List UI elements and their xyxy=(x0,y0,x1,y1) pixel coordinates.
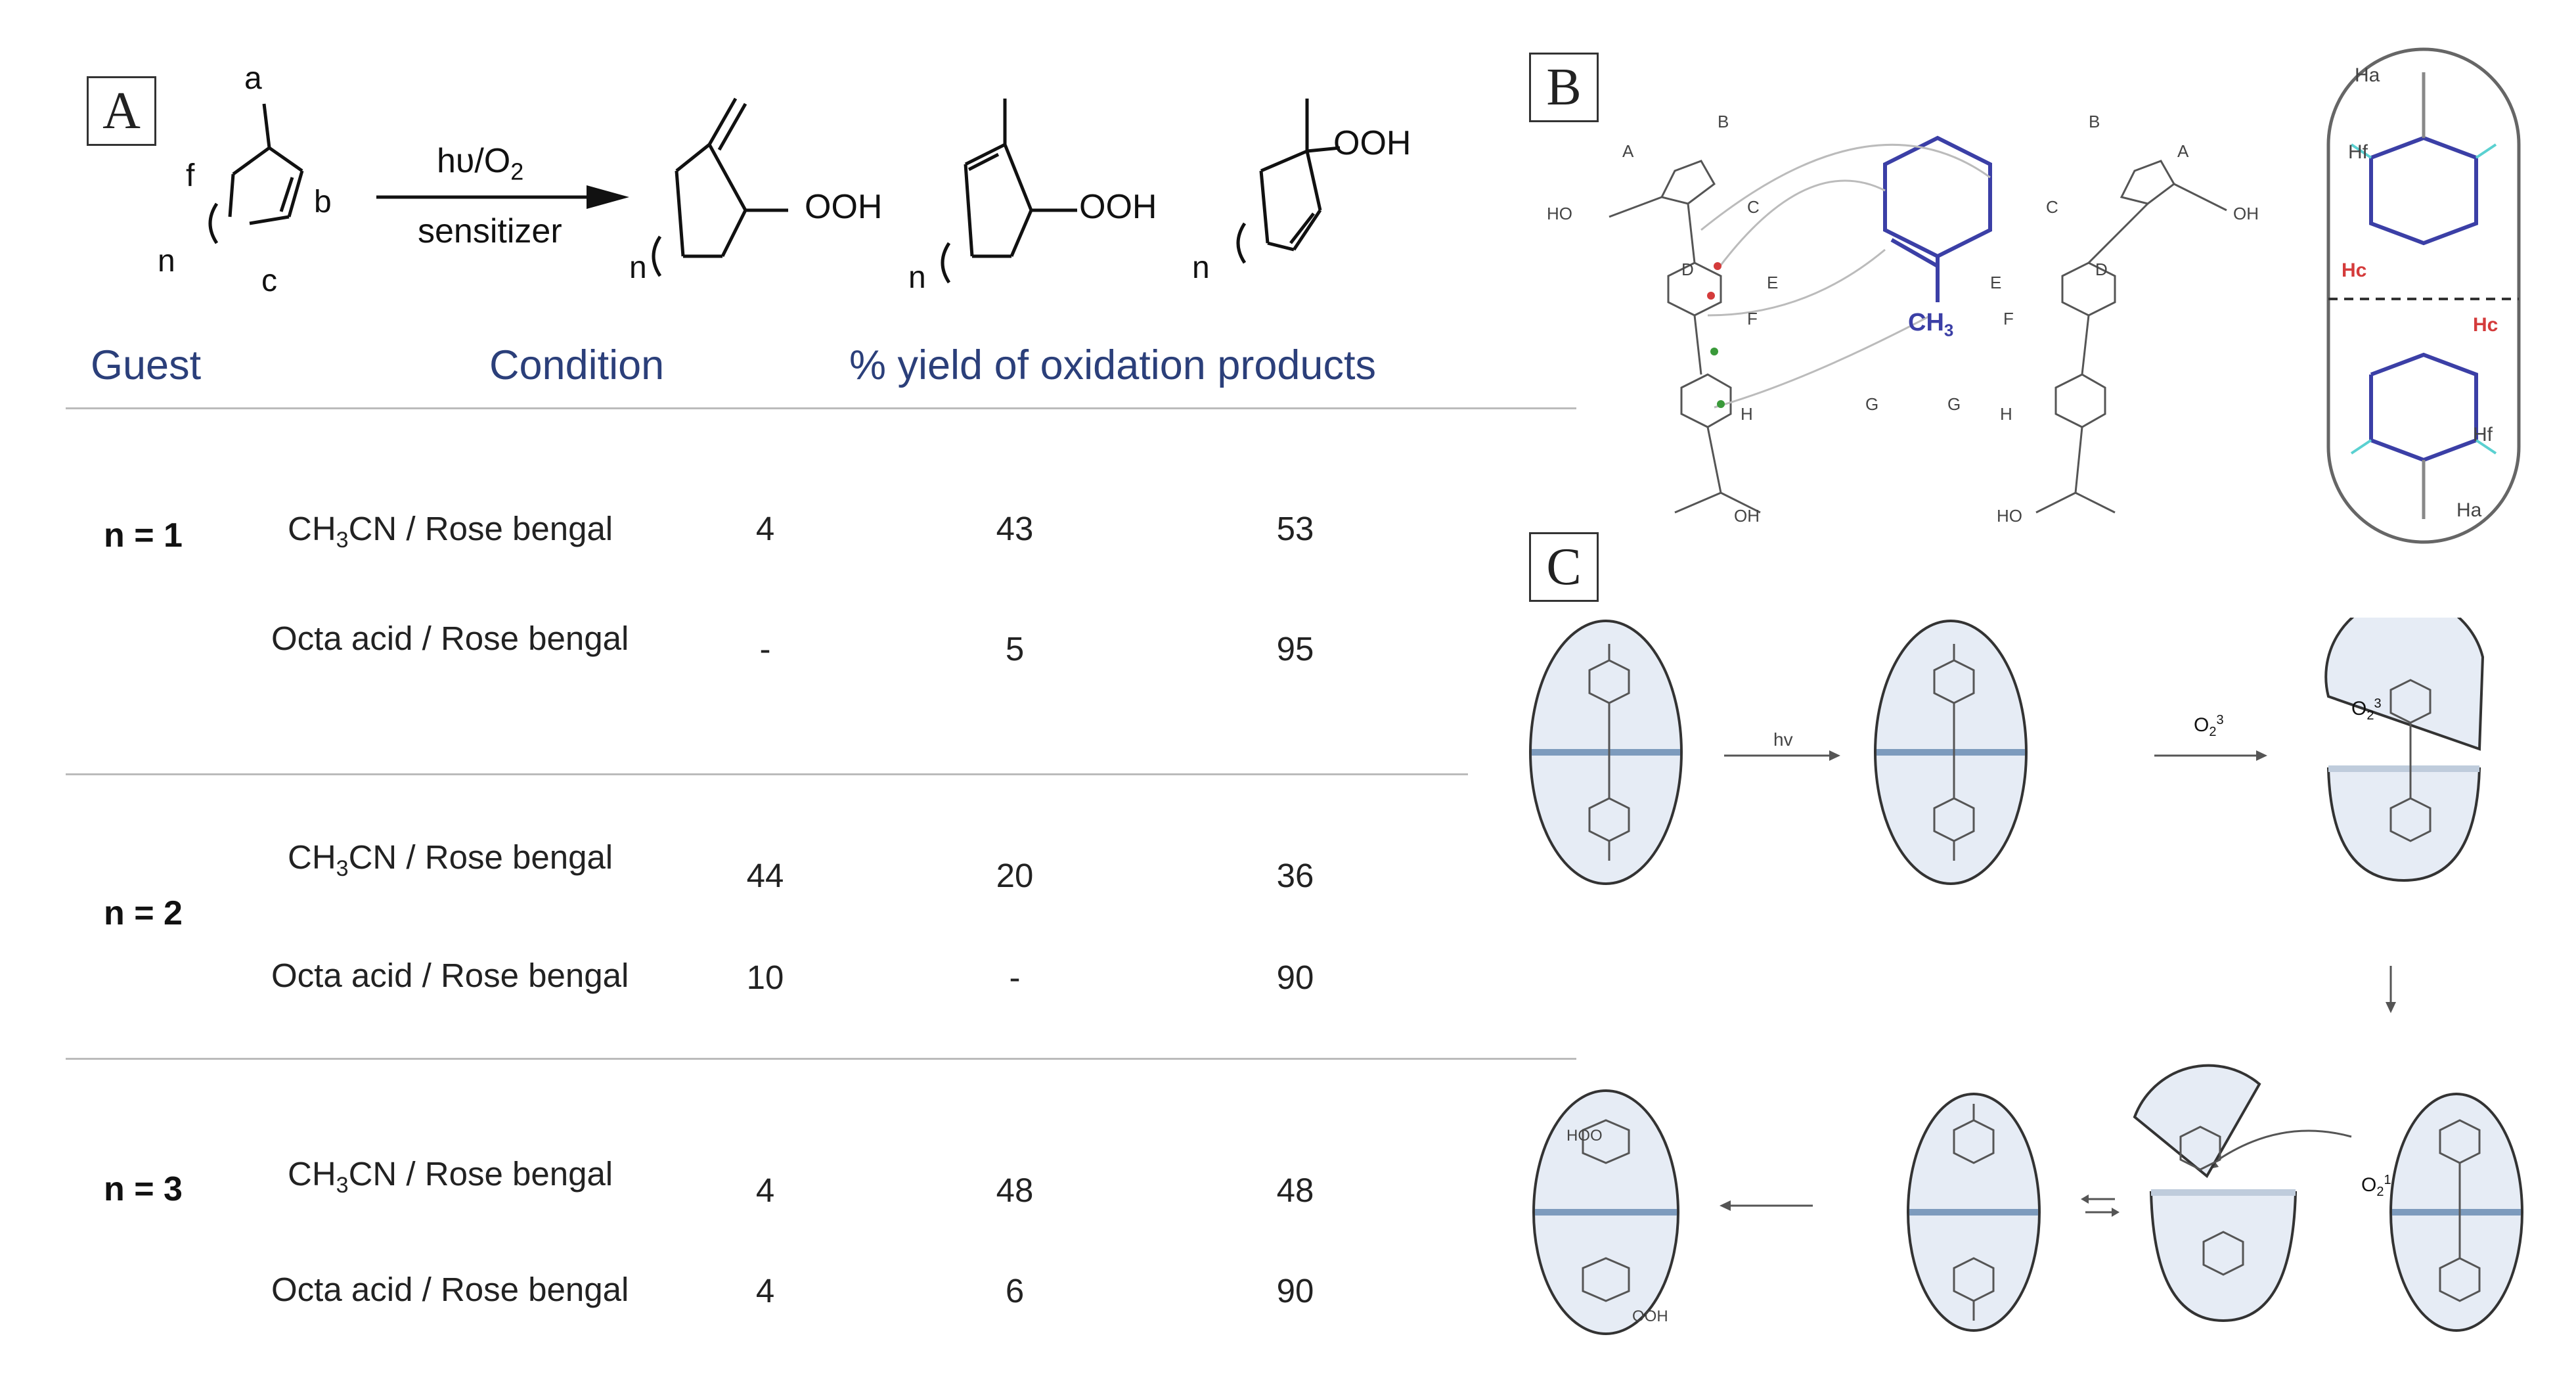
reagent-top: hυ/O2 xyxy=(437,142,524,185)
yield-n1-r2-v3: 95 xyxy=(1276,630,1314,668)
capsule-structure xyxy=(2326,47,2521,544)
arrow-label-o2-singlet: O21 xyxy=(2361,1173,2391,1199)
product-3-n: n xyxy=(1192,250,1210,285)
capsule-label-hf-bottom: Hf xyxy=(2473,424,2493,445)
yield-n2-r2-v3: 90 xyxy=(1276,959,1314,996)
product-2-ooh: OOH xyxy=(1079,188,1157,226)
host-label-a-left: A xyxy=(1622,141,1634,161)
side-label-oh-left-bottom: OH xyxy=(1734,506,1760,526)
arrow-label-hv: hv xyxy=(1773,729,1793,750)
host-label-d-right: D xyxy=(2095,260,2108,279)
host-label-d-left: D xyxy=(1681,260,1694,279)
host-label-f-left: F xyxy=(1747,309,1758,329)
host-guest-complex xyxy=(1609,135,2227,514)
host-label-b-left: B xyxy=(1718,112,1729,131)
arrow-label-o2-triplet: O23 xyxy=(2194,713,2224,739)
label-c: c xyxy=(261,263,277,298)
header-rule xyxy=(66,407,1576,409)
host-label-h-right: H xyxy=(2000,404,2012,424)
photooxidation-scheme xyxy=(1529,618,2523,1335)
condition-n1-row2: Octa acid / Rose bengal xyxy=(271,620,629,657)
host-label-e-left: E xyxy=(1767,273,1779,292)
reagent-bottom: sensitizer xyxy=(418,212,562,250)
header-yield: % yield of oxidation products xyxy=(849,342,1376,388)
group-rule-2 xyxy=(66,1058,1576,1060)
product-3-structure xyxy=(1236,99,1341,264)
capsule-label-hc-bottom: Hc xyxy=(2473,314,2498,336)
label-n: n xyxy=(158,244,175,279)
condition-n3-row2: Octa acid / Rose bengal xyxy=(271,1271,629,1308)
yield-n3-r2-v2: 6 xyxy=(1005,1272,1025,1309)
host-label-h-left: H xyxy=(1741,404,1753,424)
yield-n3-r2-v1: 4 xyxy=(755,1272,775,1309)
host-label-f-right: F xyxy=(2003,309,2014,329)
header-guest: Guest xyxy=(91,342,202,388)
yield-n2-r1-v3: 36 xyxy=(1276,857,1314,894)
side-label-ho-right-bottom: HO xyxy=(1997,506,2022,526)
condition-n2-row2: Octa acid / Rose bengal xyxy=(271,957,629,994)
capsule-label-ha-bottom: Ha xyxy=(2456,499,2482,521)
host-label-c-left: C xyxy=(1747,197,1760,217)
product-label-ooh: OOH xyxy=(1632,1307,1668,1325)
condition-n1-row1: CH3CN / Rose bengal xyxy=(288,510,613,553)
reactant-structure xyxy=(208,103,304,244)
yield-n1-r2-v1: - xyxy=(759,630,771,668)
capsule-label-ha-top: Ha xyxy=(2355,64,2380,86)
panel-label-c: C xyxy=(1529,532,1599,602)
side-label-ho-left: HO xyxy=(1547,204,1572,223)
yield-n3-r1-v3: 48 xyxy=(1276,1171,1314,1209)
product-1-n: n xyxy=(629,250,647,285)
yield-n1-r1-v2: 43 xyxy=(996,510,1034,547)
product-2-n: n xyxy=(908,260,926,295)
capsule-label-hf-top: Hf xyxy=(2348,141,2368,163)
product-3-ooh: OOH xyxy=(1333,124,1411,162)
label-a: a xyxy=(244,61,262,96)
host-label-e-right: E xyxy=(1990,273,2002,292)
product-1-ooh: OOH xyxy=(805,188,883,226)
yield-n2-r1-v2: 20 xyxy=(996,857,1034,894)
yield-n1-r1-v3: 53 xyxy=(1276,510,1314,547)
panel-label-b: B xyxy=(1529,53,1599,122)
capsule-label-o2-triplet: O23 xyxy=(2351,696,2382,723)
condition-n2-row1: CH3CN / Rose bengal xyxy=(288,838,613,882)
yield-n1-r1-v1: 4 xyxy=(755,510,775,547)
guest-ch3-label: CH3 xyxy=(1908,309,1954,340)
yield-n3-r1-v2: 48 xyxy=(996,1171,1034,1209)
label-b: b xyxy=(314,185,332,219)
yield-n3-r2-v3: 90 xyxy=(1276,1272,1314,1309)
panel-label-a: A xyxy=(87,76,156,146)
guest-label-n1: n = 1 xyxy=(104,516,183,555)
condition-n3-row1: CH3CN / Rose bengal xyxy=(288,1155,613,1198)
guest-label-n3: n = 3 xyxy=(104,1170,183,1208)
group-rule-1 xyxy=(66,773,1468,775)
yield-n2-r2-v2: - xyxy=(1009,959,1021,996)
yield-n2-r2-v1: 10 xyxy=(746,959,784,996)
host-label-c-right: C xyxy=(2046,197,2058,217)
yield-n2-r1-v1: 44 xyxy=(746,857,784,894)
header-condition: Condition xyxy=(489,342,665,388)
capsule-label-hc-top: Hc xyxy=(2342,260,2367,281)
yield-n1-r2-v2: 5 xyxy=(1005,630,1025,668)
reaction-arrow xyxy=(376,185,629,209)
host-label-g-right: G xyxy=(1947,394,1961,414)
label-f: f xyxy=(186,158,195,193)
product-2-structure xyxy=(941,99,1077,284)
host-label-g-left: G xyxy=(1865,394,1879,414)
guest-label-n2: n = 2 xyxy=(104,894,183,932)
yield-n3-r1-v1: 4 xyxy=(755,1171,775,1209)
product-1-structure xyxy=(652,97,788,277)
side-label-oh-right: OH xyxy=(2233,204,2259,223)
host-label-b-right: B xyxy=(2089,112,2100,131)
product-label-hoo: HOO xyxy=(1566,1127,1603,1145)
host-label-a-right: A xyxy=(2177,141,2189,161)
